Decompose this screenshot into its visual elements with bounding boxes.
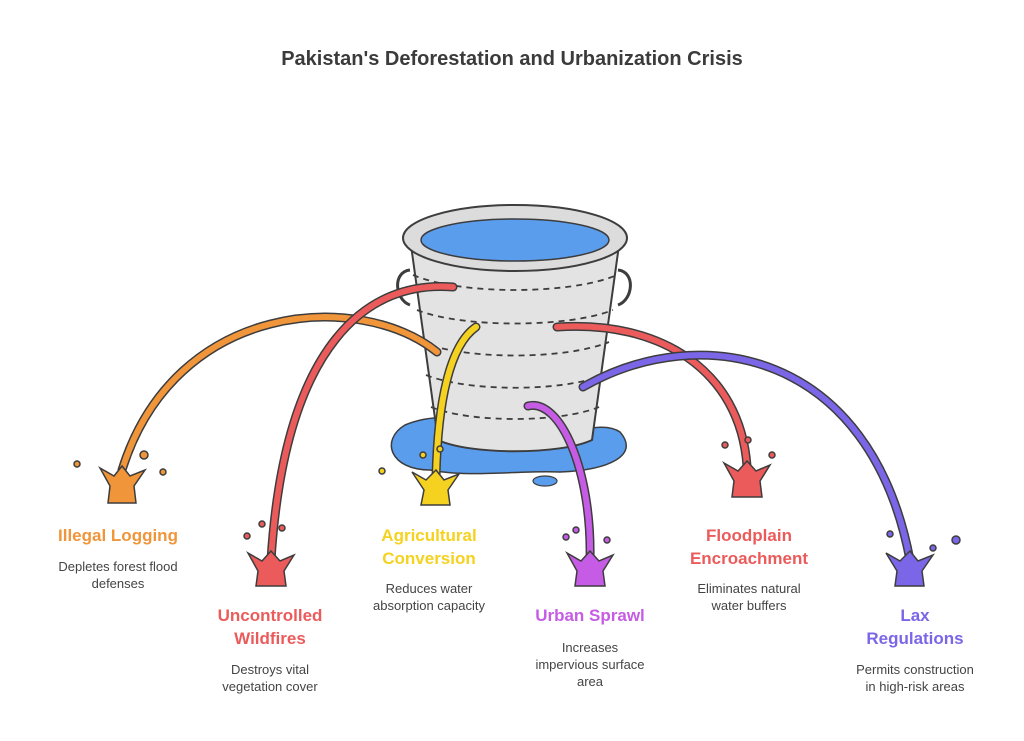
stream-urban-sprawl xyxy=(523,400,595,565)
bucket-handle xyxy=(396,268,632,307)
desc-agricultural-conversion: Reduces water absorption capacity xyxy=(339,580,519,614)
desc-line: Depletes forest flood xyxy=(58,559,178,574)
desc-line: Eliminates natural xyxy=(697,581,801,596)
desc-line: impervious surface xyxy=(535,657,645,672)
label-floodplain-encroachment: Floodplain Encroachment xyxy=(649,524,849,570)
desc-illegal-logging: Depletes forest flood defenses xyxy=(28,558,208,592)
desc-lax-regulations: Permits construction in high-risk areas xyxy=(825,661,1005,695)
splash-yellow xyxy=(378,445,462,506)
label-lax-regulations: Lax Regulations xyxy=(815,604,1015,650)
diagram-title: Pakistan's Deforestation and Urbanizatio… xyxy=(281,48,743,70)
desc-line: in high-risk areas xyxy=(865,679,965,694)
splash-red-right xyxy=(721,436,776,498)
stream-lax-regulations xyxy=(578,350,915,565)
splash-orange xyxy=(73,450,167,504)
bucket-body xyxy=(408,237,622,453)
desc-urban-sprawl: Increases impervious surface area xyxy=(500,639,680,690)
label-line: Conversion xyxy=(382,549,476,568)
label-line: Floodplain xyxy=(706,526,792,545)
stream-uncontrolled-wildfires xyxy=(266,281,458,565)
label-line: Encroachment xyxy=(689,549,809,568)
label-line: Wildfires xyxy=(234,629,306,648)
desc-line: Permits construction xyxy=(856,662,974,677)
label-line: Illegal Logging xyxy=(58,526,178,545)
desc-line: defenses xyxy=(91,576,145,591)
desc-line: Destroys vital xyxy=(230,662,310,677)
desc-line: vegetation cover xyxy=(222,679,318,694)
desc-line: Reduces water xyxy=(385,581,473,596)
label-uncontrolled-wildfires: Uncontrolled Wildfires xyxy=(170,604,370,650)
label-illegal-logging: Illegal Logging xyxy=(18,524,218,547)
label-line: Agricultural xyxy=(381,526,477,545)
bucket-water xyxy=(420,218,610,262)
label-agricultural-conversion: Agricultural Conversion xyxy=(329,524,529,570)
label-line: Lax xyxy=(900,606,930,625)
bucket-dashed-rings xyxy=(412,274,618,420)
label-line: Regulations xyxy=(866,629,964,648)
desc-floodplain-encroachment: Eliminates natural water buffers xyxy=(659,580,839,614)
desc-uncontrolled-wildfires: Destroys vital vegetation cover xyxy=(180,661,360,695)
puddle-splash xyxy=(532,475,558,487)
label-line: Uncontrolled xyxy=(217,606,323,625)
splash-red-left xyxy=(243,520,296,587)
splash-purple xyxy=(562,526,615,587)
label-urban-sprawl: Urban Sprawl xyxy=(490,604,690,627)
desc-line: water buffers xyxy=(711,598,787,613)
desc-line: absorption capacity xyxy=(372,598,485,613)
label-line: Urban Sprawl xyxy=(535,606,645,625)
splash-violet xyxy=(885,530,961,587)
stream-illegal-logging xyxy=(117,312,442,475)
desc-line: area xyxy=(576,674,604,689)
desc-line: Increases xyxy=(561,640,619,655)
